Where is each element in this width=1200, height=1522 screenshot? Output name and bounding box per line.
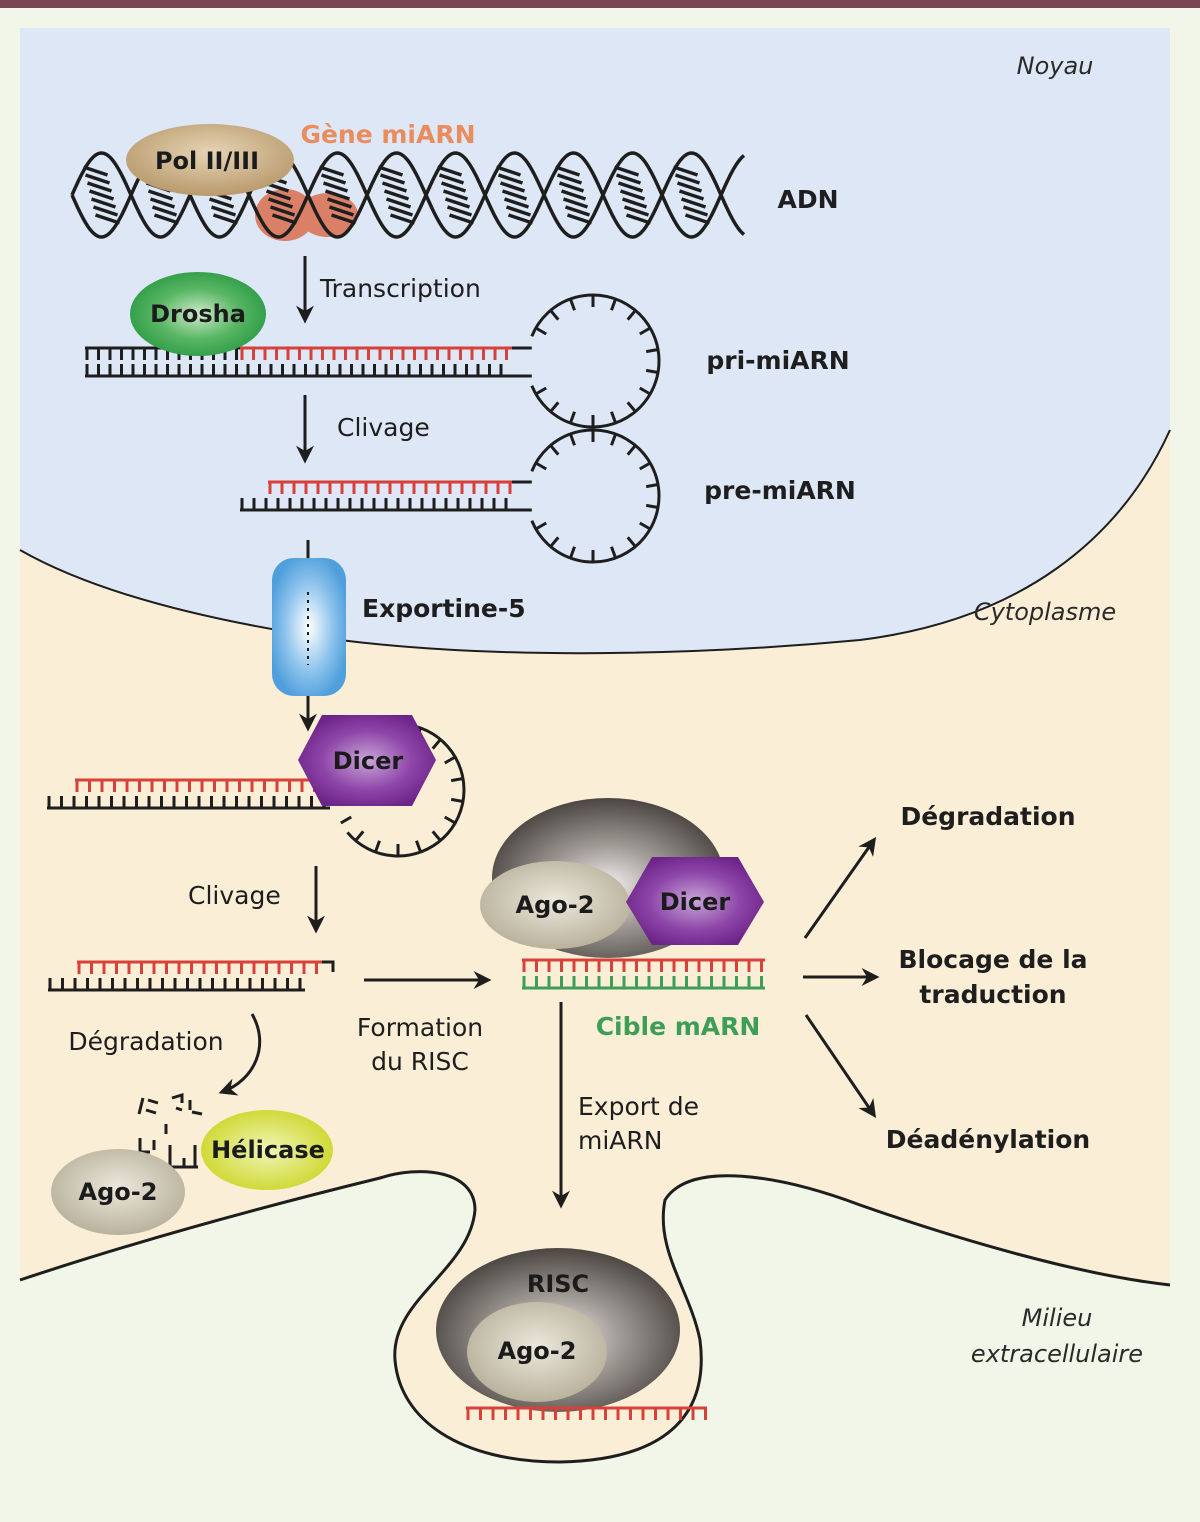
- cyto-complement-strand: [47, 796, 330, 810]
- exportin-protein: [272, 558, 346, 696]
- pre-mirna-mature-strand: [268, 480, 512, 494]
- nucleus-region: [20, 28, 1170, 654]
- pre-mirna: [240, 428, 661, 564]
- dna-base-pairs: [436, 165, 475, 225]
- outcome-arrow-deadenylation: [804, 1014, 877, 1118]
- ago2-degradation-label: Ago-2: [79, 1178, 158, 1206]
- export-label-line2: miARN: [578, 1126, 662, 1155]
- ago2-degradation-protein: Ago-2: [51, 1149, 185, 1235]
- hairpin-loop: [530, 428, 661, 564]
- degradation-step-label: Dégradation: [68, 1027, 223, 1056]
- degraded-fragments: [137, 1092, 203, 1169]
- pol-protein: Pol II/III: [126, 124, 294, 196]
- dna-base-pairs: [495, 165, 534, 225]
- dna-base-pairs: [613, 165, 652, 225]
- dna-base-pairs: [318, 165, 357, 225]
- ago2-vesicle-protein: Ago-2: [467, 1302, 607, 1402]
- export-label-line1: Export de: [578, 1092, 699, 1121]
- mirna-duplex: [48, 960, 335, 992]
- nucleus-label: Noyau: [1017, 52, 1094, 80]
- gene-highlight: [255, 189, 315, 241]
- dna-base-pairs: [82, 165, 121, 225]
- exportin-label: Exportine-5: [362, 594, 526, 623]
- pri-mirna-label: pri-miARN: [706, 346, 849, 375]
- dicer-protein-2: Dicer: [626, 857, 764, 945]
- exported-risc: RISC Ago-2: [436, 1248, 680, 1412]
- outcome-blocking-line1: Blocage de la: [898, 945, 1087, 974]
- transcription-label: Transcription: [319, 274, 481, 303]
- dna-base-pairs: [554, 165, 593, 225]
- cleavage-label-2: Clivage: [188, 881, 281, 910]
- helicase-protein: Hélicase: [201, 1110, 333, 1190]
- mirna-target-duplex: [522, 958, 765, 990]
- exported-mirna: [466, 1406, 707, 1420]
- hairpin-loop: [530, 293, 661, 429]
- degradation-arrow: [218, 1013, 262, 1096]
- extracellular-label-line1: Milieu: [1022, 1304, 1093, 1332]
- dicer-protein-1: Dicer: [298, 715, 436, 806]
- dna-base-pairs: [377, 165, 416, 225]
- outcome-arrow-degradation: [803, 837, 877, 939]
- header-bar: [0, 0, 1200, 8]
- pri-mirna-mature-strand: [240, 346, 512, 360]
- risc-mirna-strand: [522, 958, 765, 972]
- dna-base-pairs: [672, 165, 711, 225]
- risc-complex: Ago-2 Dicer: [480, 798, 764, 958]
- cyto-mature-strand: [75, 778, 320, 792]
- target-mrna-label: Cible mARN: [596, 1012, 761, 1041]
- dicer-label-2: Dicer: [660, 888, 731, 916]
- outcome-blocking-line2: traduction: [919, 980, 1066, 1009]
- risc-label: RISC: [527, 1270, 589, 1298]
- extracellular-label-line2: extracellulaire: [971, 1340, 1143, 1368]
- duplex-overhang: [322, 960, 335, 972]
- dicer-label-1: Dicer: [333, 747, 404, 775]
- pre-mirna-label: pre-miARN: [704, 476, 856, 505]
- risc-formation-label-line1: Formation: [357, 1013, 483, 1042]
- pri-mirna-complement-strand: [85, 364, 512, 378]
- gene-label: Gène miARN: [300, 120, 475, 149]
- helicase-label: Hélicase: [211, 1136, 325, 1164]
- ago2-vesicle-label: Ago-2: [498, 1337, 577, 1365]
- dna-label: ADN: [777, 185, 838, 214]
- plasma-membrane: [19, 1170, 1171, 1464]
- outcome-deadenylation: Déadénylation: [886, 1125, 1090, 1154]
- risc-formation-label-line2: du RISC: [371, 1047, 469, 1076]
- pol-label: Pol II/III: [155, 147, 259, 175]
- target-mrna-strand: [522, 976, 765, 990]
- vesicle-mirna-strand: [466, 1406, 707, 1420]
- duplex-passenger-strand: [48, 978, 305, 992]
- cytoplasm-label: Cytoplasme: [974, 598, 1116, 626]
- pre-mirna-complement-strand: [240, 498, 512, 512]
- drosha-protein: Drosha: [130, 272, 266, 356]
- drosha-label: Drosha: [150, 300, 246, 328]
- nuclear-envelope: [19, 429, 1171, 655]
- cleavage-label-1: Clivage: [337, 413, 430, 442]
- ago2-risc-label: Ago-2: [516, 891, 595, 919]
- ago2-risc-protein: Ago-2: [480, 861, 630, 949]
- duplex-guide-strand: [77, 960, 322, 974]
- outcome-degradation: Dégradation: [900, 802, 1075, 831]
- pri-mirna: [85, 293, 661, 429]
